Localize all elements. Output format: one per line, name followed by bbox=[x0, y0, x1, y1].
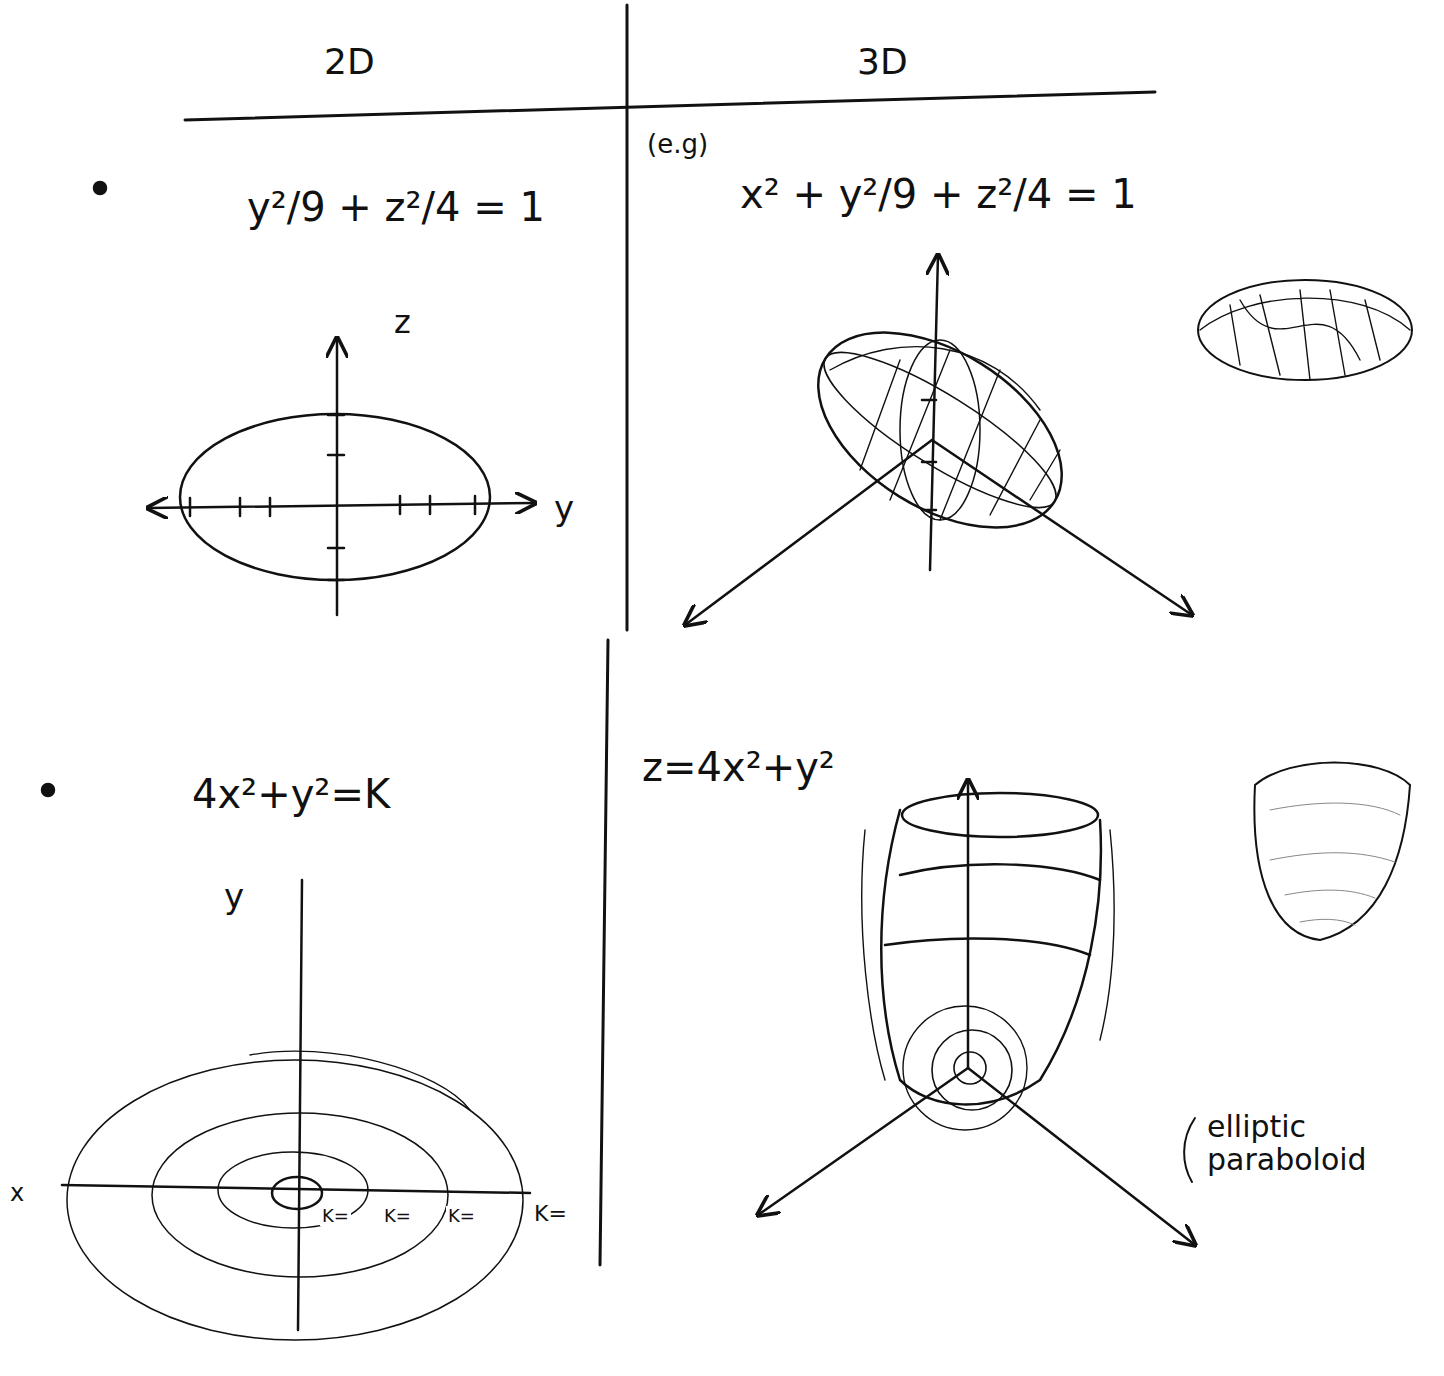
column-heading: 3D bbox=[855, 42, 910, 82]
level-label: K= bbox=[446, 1206, 477, 1226]
level-label: K= bbox=[320, 1206, 351, 1226]
surface-name: elliptic paraboloid bbox=[1205, 1110, 1409, 1176]
paraboloid-sketch bbox=[758, 763, 1410, 1246]
contour-plot bbox=[62, 880, 530, 1340]
note: (e.g) bbox=[645, 130, 710, 159]
column-heading: 2D bbox=[322, 42, 377, 82]
axis-label: y bbox=[552, 490, 576, 527]
equation: y²/9 + z²/4 = 1 bbox=[245, 185, 547, 229]
axis-label: y bbox=[222, 878, 246, 915]
bullet bbox=[42, 784, 54, 796]
axis-label: z bbox=[392, 305, 413, 340]
header-rule bbox=[185, 92, 1155, 120]
equation: x² + y²/9 + z²/4 = 1 bbox=[738, 172, 1139, 216]
equation: 4x²+y²=K bbox=[190, 772, 392, 816]
level-label: K= bbox=[382, 1206, 413, 1226]
ellipsoid-sketch bbox=[685, 255, 1412, 625]
axis-label: x bbox=[8, 1180, 26, 1206]
column-divider bbox=[600, 5, 627, 1265]
bullet bbox=[94, 182, 106, 194]
equation: z=4x²+y² bbox=[640, 745, 837, 789]
level-label: K= bbox=[532, 1202, 569, 1226]
ellipse-plot bbox=[148, 338, 535, 615]
